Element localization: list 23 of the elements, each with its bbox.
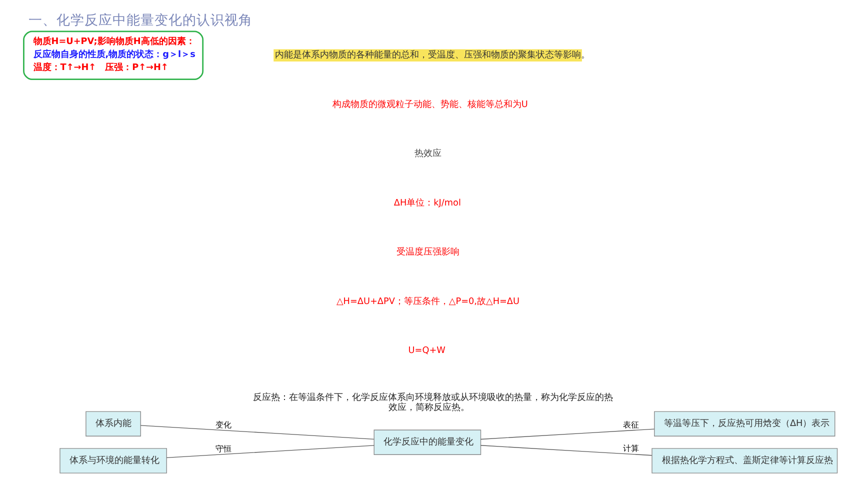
label: 内能是体系内物质的各种能量的总和，受温度、压强和物质的聚集状态等影响。 [274, 50, 590, 61]
label: ΔH单位：kJ/mol [393, 198, 460, 208]
node-box: 化学反应中的能量变化 [373, 430, 481, 455]
label: 受温度压强影响 [396, 248, 460, 258]
label: U=Q+W [408, 346, 445, 356]
label: 构成物质的微观粒子动能、势能、核能等总和为U [332, 100, 528, 110]
edge-label: 变化 [215, 420, 232, 430]
edge-label: 守恒 [215, 444, 232, 454]
connector [480, 428, 654, 440]
connector [140, 425, 374, 440]
diagram-title: 一、化学反应中能量变化的认识视角 [28, 12, 252, 29]
node-box: 根据热化学方程式、盖斯定律等计算反应热 [651, 448, 838, 474]
node-box: 体系与环境的能量转化 [59, 448, 166, 474]
node-box: 体系内能 [85, 411, 140, 436]
label: 热效应 [414, 149, 441, 160]
node-box: 物质H=U+PV;影响物质H高低的因素： 反应物自身的性质,物质的状态：g＞l＞s 温度：T↑→H↑ 压强：P↑→H↑ [22, 30, 204, 80]
edge-label: 表征 [622, 420, 639, 430]
node-box: 等温等压下，反应热可用焓变（ΔH）表示 [654, 411, 835, 436]
label: △H=ΔU+ΔPV；等压条件，△P=0,故△H=ΔU [336, 296, 520, 307]
label: 反应热：在等温条件下，化学反应体系向环境释放或从环境吸收的热量，称为化学反应的热效应，简称反应热。 [252, 393, 613, 413]
connector [166, 445, 374, 458]
edge-label: 计算 [622, 442, 639, 453]
connector [480, 445, 652, 456]
